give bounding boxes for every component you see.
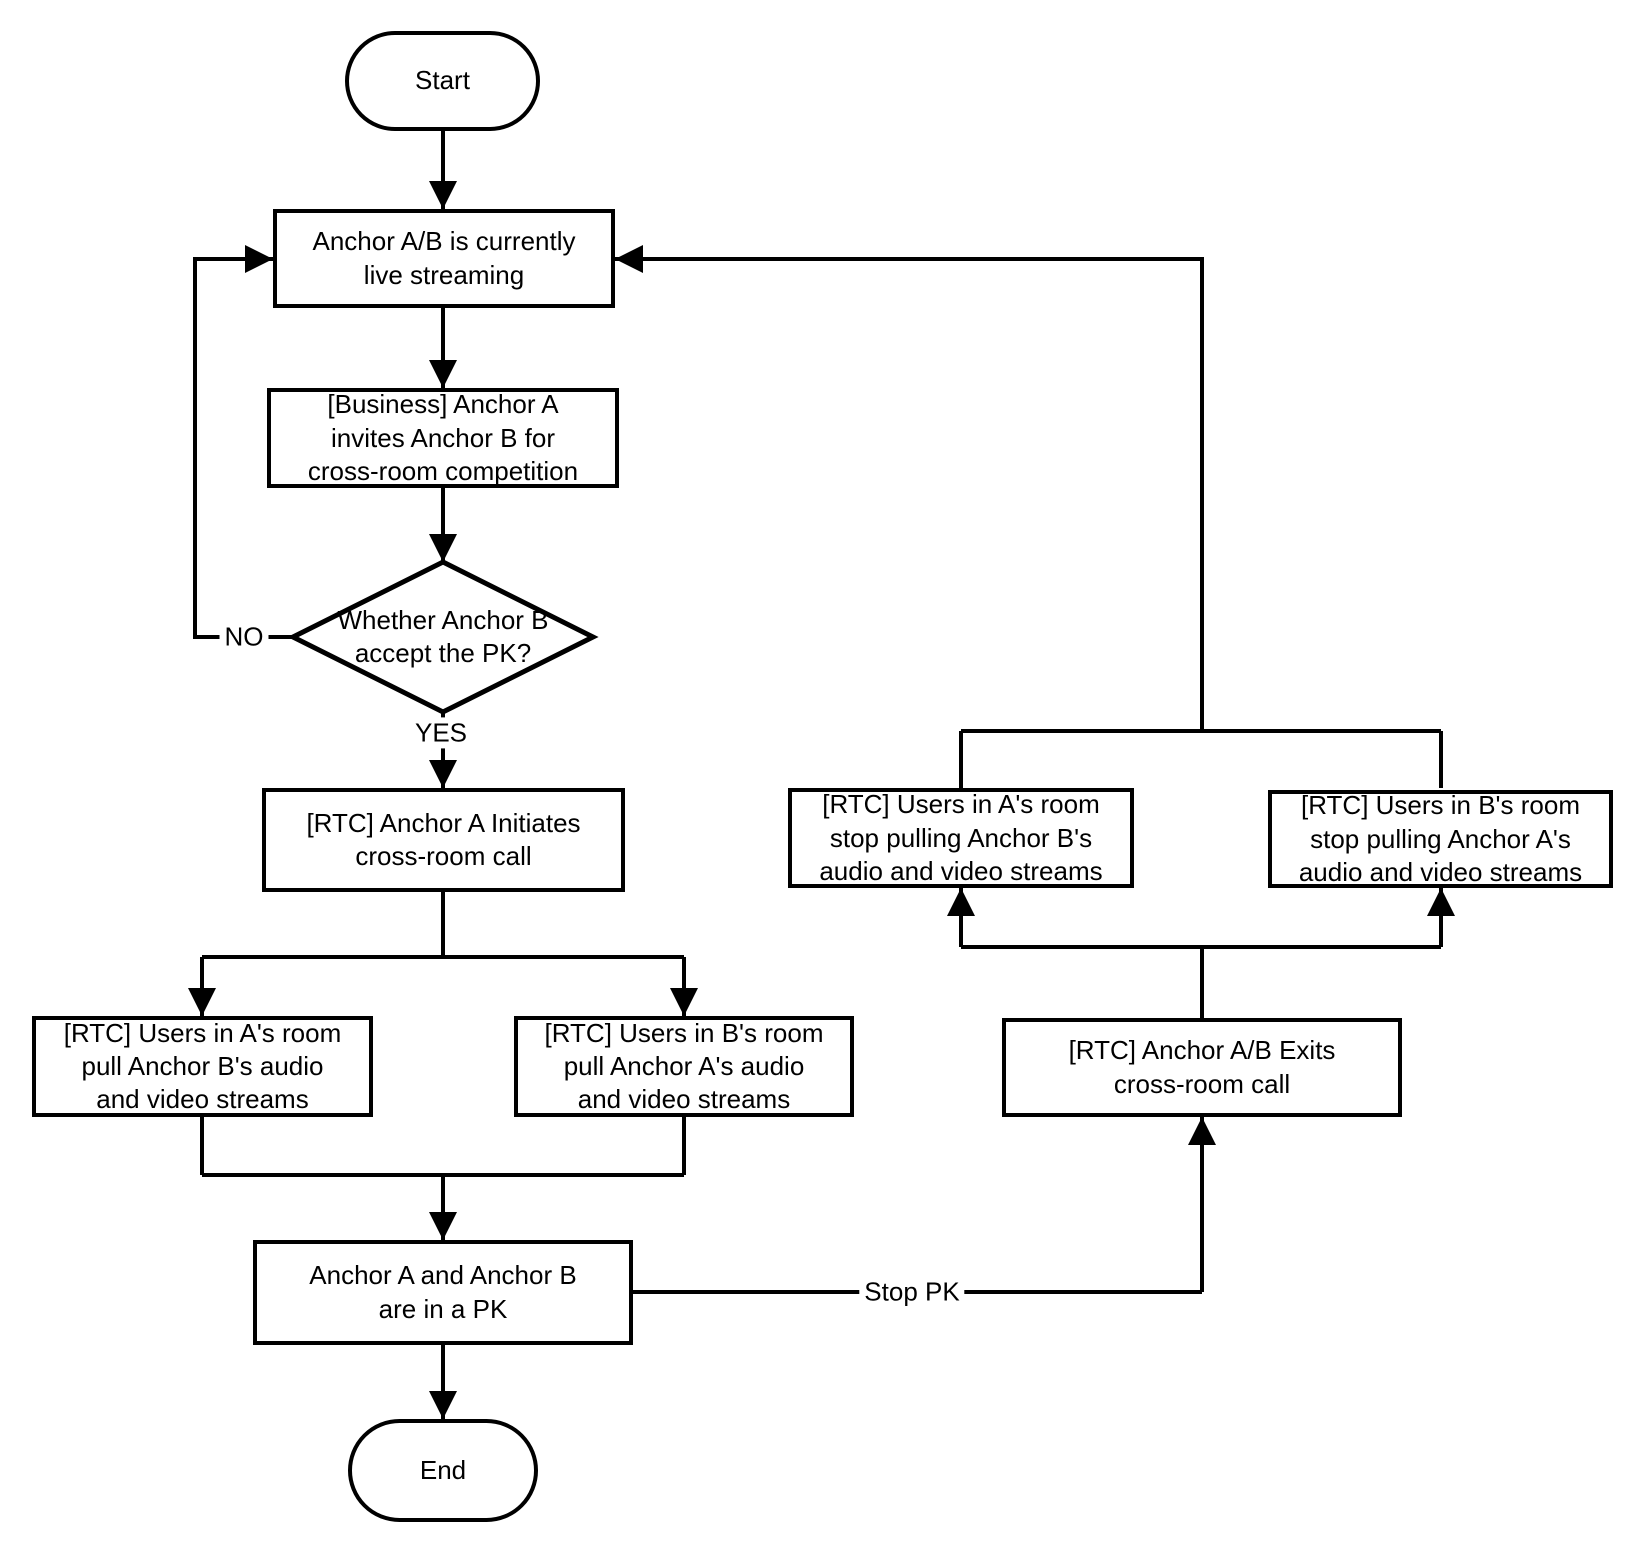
node-start: Start xyxy=(345,31,540,131)
edge-label-yes: YES xyxy=(409,717,473,749)
decision-diamond-shape xyxy=(287,559,599,715)
edge-label-stop-pk: Stop PK xyxy=(859,1276,965,1308)
edge-pull-merge xyxy=(200,1117,686,1177)
edge-initiate-split xyxy=(202,892,684,959)
edge-exit-split xyxy=(961,945,1441,1018)
edge-stop-merge-return-to-live xyxy=(615,259,1443,788)
edge-label-no: NO xyxy=(219,621,269,653)
node-end: End xyxy=(348,1419,538,1522)
